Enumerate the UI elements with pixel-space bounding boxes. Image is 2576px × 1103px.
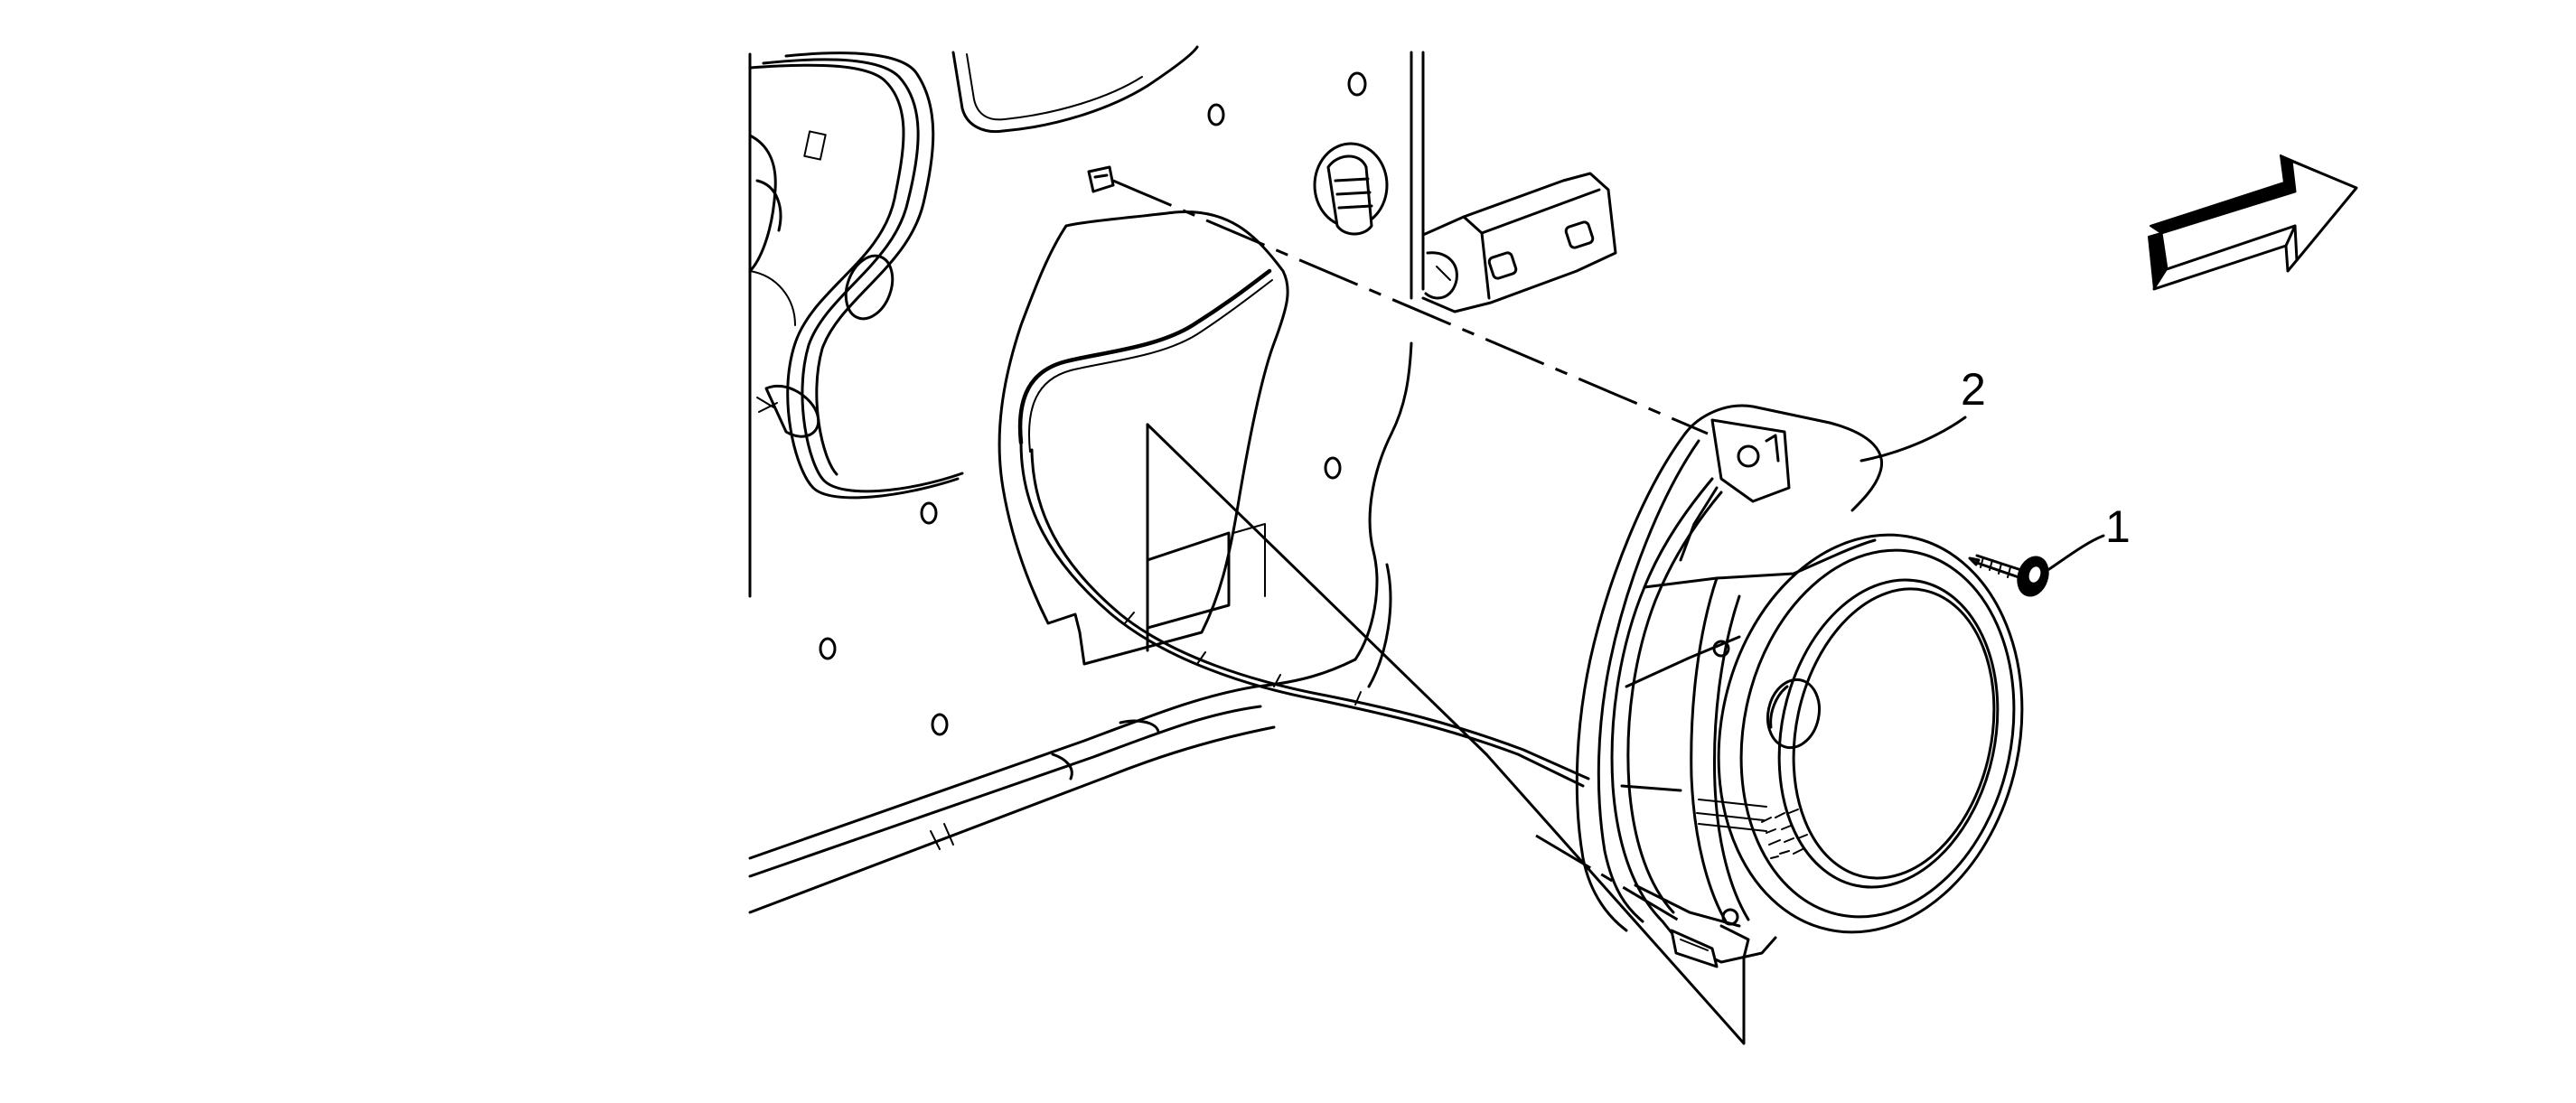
door-hinge (1421, 172, 1617, 313)
callout-number-1: 1 (2105, 501, 2131, 552)
speaker-wire-harness (1019, 441, 1590, 788)
callout-1: 1 (2047, 501, 2131, 571)
retainer-clip (1087, 165, 1115, 193)
callout-2: 2 (1859, 364, 1986, 463)
wire-grommet (1313, 142, 1389, 236)
mounting-guide-lines (1112, 179, 1746, 1045)
speaker-screw (1968, 554, 2049, 597)
water-deflector (998, 210, 1289, 666)
door-inner-panel (748, 45, 1425, 914)
speaker-assembly (1575, 404, 2024, 968)
callout-number-2: 2 (1961, 364, 1986, 415)
view-direction-arrow-icon (2148, 154, 2358, 291)
